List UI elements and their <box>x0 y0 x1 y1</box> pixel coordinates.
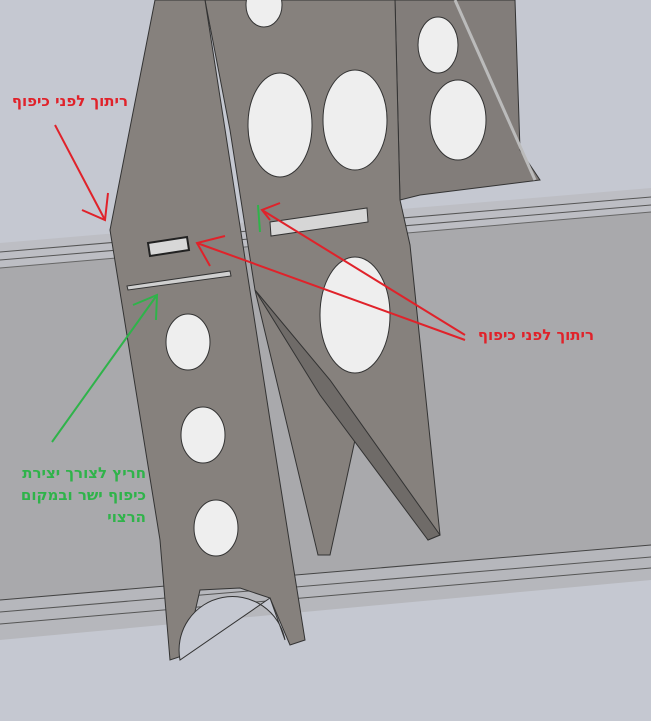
green-arrows <box>51 204 261 443</box>
slot-note-line: הרצוי <box>107 508 146 526</box>
top-right-plate <box>394 0 541 201</box>
front-plate <box>109 0 306 661</box>
slot-note-line: כיפוף ישר ובמקום <box>20 486 146 504</box>
slot-note: חריץ לצורך יצירת כיפוף ישר ובמקום הרצוי <box>8 462 146 528</box>
back-plate <box>204 0 441 556</box>
weld-label-right: ריתוך לפני כיפוף <box>477 326 594 344</box>
red-arrows <box>54 124 466 341</box>
slot-note-line: חריץ לצורך יצירת <box>22 464 146 482</box>
weld-label-top-left: ריתוך לפני כיפוף <box>11 92 128 110</box>
